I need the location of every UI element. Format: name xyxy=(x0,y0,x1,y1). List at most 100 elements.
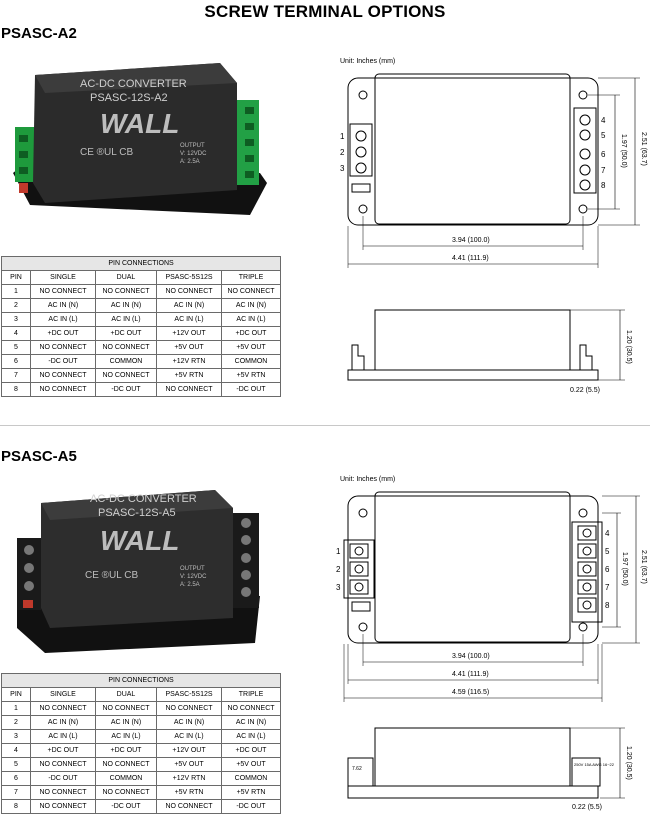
table-cell: NO CONNECT xyxy=(30,284,96,299)
table-cell: +5V RTN xyxy=(156,368,222,383)
label-line2-a2: PSASC-12S-A2 xyxy=(90,92,168,104)
table-cell: AC IN (L) xyxy=(30,729,96,744)
pin-connections-table-a5: PIN CONNECTIONS PIN SINGLE DUAL PSASC-5S… xyxy=(1,673,281,814)
table-cell: COMMON xyxy=(221,354,281,369)
table-cell: +DC OUT xyxy=(30,326,96,341)
table-cell: NO CONNECT xyxy=(95,757,157,772)
dim-depth-a5: 1.20 (30.5) xyxy=(625,746,632,780)
table-cell: NO CONNECT xyxy=(156,701,222,716)
table-cell: 3 xyxy=(1,729,31,744)
table-cell: NO CONNECT xyxy=(30,799,96,814)
table-cell: 8 xyxy=(1,382,31,397)
dim-height-a5: 2.51 (63.7) xyxy=(640,550,647,584)
table-cell: 4 xyxy=(1,743,31,758)
table-cell: AC IN (L) xyxy=(95,729,157,744)
table-cell: +5V OUT xyxy=(156,340,222,355)
table-cell: NO CONNECT xyxy=(30,382,96,397)
table-cell: -DC OUT xyxy=(30,771,96,786)
table-cell: AC IN (N) xyxy=(221,298,281,313)
table-cell: AC IN (N) xyxy=(30,298,96,313)
label-line1-a5: AC-DC CONVERTER xyxy=(90,493,197,505)
table-cell: 2 xyxy=(1,298,31,313)
table-header-row: PIN SINGLE DUAL PSASC-5S12S TRIPLE xyxy=(1,270,281,285)
table-cell: AC IN (N) xyxy=(95,298,157,313)
table-row: 4+DC OUT+DC OUT+12V OUT+DC OUT xyxy=(1,743,281,758)
table-cell: +12V RTN xyxy=(156,354,222,369)
table-cell: +DC OUT xyxy=(30,743,96,758)
table-cell: AC IN (N) xyxy=(95,715,157,730)
table-cell: AC IN (L) xyxy=(95,312,157,327)
pin-label: 7 xyxy=(605,583,610,592)
pin-label: 7 xyxy=(601,166,606,175)
pin-label: 2 xyxy=(340,148,345,157)
table-cell: NO CONNECT xyxy=(95,284,157,299)
dim-width-inner-a5: 3.94 (100.0) xyxy=(452,653,490,660)
page-title: SCREW TERMINAL OPTIONS xyxy=(204,2,446,21)
side-label-left-a5: 7.62 xyxy=(352,766,362,772)
pin-label: 6 xyxy=(605,565,610,574)
column-header: DUAL xyxy=(95,687,157,702)
table-cell: 5 xyxy=(1,340,31,355)
table-cell: AC IN (N) xyxy=(156,715,222,730)
column-header: SINGLE xyxy=(30,687,96,702)
table-cell: -DC OUT xyxy=(30,354,96,369)
dim-depth-a2: 1.20 (30.5) xyxy=(625,330,632,364)
model-title-a5: PSASC-A5 xyxy=(1,448,77,465)
table-cell: NO CONNECT xyxy=(156,799,222,814)
table-cell: 6 xyxy=(1,354,31,369)
table-caption: PIN CONNECTIONS xyxy=(1,256,281,271)
table-cell: +5V OUT xyxy=(156,757,222,772)
pin-connections-table-a2: PIN CONNECTIONS PIN SINGLE DUAL PSASC-5S… xyxy=(1,256,281,397)
table-cell: +5V RTN xyxy=(156,785,222,800)
table-cell: AC IN (L) xyxy=(221,312,281,327)
table-cell: 2 xyxy=(1,715,31,730)
table-cell: +12V OUT xyxy=(156,743,222,758)
table-cell: NO CONNECT xyxy=(30,757,96,772)
table-cell: +5V OUT xyxy=(221,340,281,355)
dim-pitch-a2: 1.97 (50.0) xyxy=(620,134,627,168)
table-cell: -DC OUT xyxy=(221,799,281,814)
product-photo-a2: AC-DC CONVERTER PSASC-12S-A2 WALL CE ®UL… xyxy=(13,63,267,215)
table-cell: -DC OUT xyxy=(221,382,281,397)
column-header: PIN xyxy=(1,270,31,285)
output-voltage-a2: V: 12VDC xyxy=(180,151,207,157)
pin-label: 3 xyxy=(340,164,345,173)
table-cell: NO CONNECT xyxy=(156,382,222,397)
side-view-drawing-a2: 1.20 (30.5) 0.22 (5.5) xyxy=(347,309,632,394)
units-note-a5: Unit: Inches (mm) xyxy=(340,476,396,483)
column-header: TRIPLE xyxy=(221,270,281,285)
output-voltage-a5: V: 12VDC xyxy=(180,574,207,580)
column-header: PIN xyxy=(1,687,31,702)
dim-width-outer-a5: 4.41 (111.9) xyxy=(452,671,489,678)
side-view-drawing-a5: 7.62 250V 15A AWG 16~22 1.20 (30.5) 0.22… xyxy=(347,727,632,811)
table-cell: 8 xyxy=(1,799,31,814)
brand-logo-a5: WALL xyxy=(100,525,179,556)
pin-label: 8 xyxy=(605,601,610,610)
model-title-a2: PSASC-A2 xyxy=(1,25,77,42)
table-cell: AC IN (L) xyxy=(156,729,222,744)
table-cell: COMMON xyxy=(221,771,281,786)
pin-label: 5 xyxy=(601,131,606,140)
table-cell: NO CONNECT xyxy=(30,701,96,716)
table-cell: 7 xyxy=(1,785,31,800)
table-cell: -DC OUT xyxy=(95,382,157,397)
table-cell: NO CONNECT xyxy=(30,368,96,383)
dim-width-inner-a2: 3.94 (100.0) xyxy=(452,237,490,244)
table-cell: +DC OUT xyxy=(221,743,281,758)
table-cell: NO CONNECT xyxy=(30,785,96,800)
table-header-row: PIN SINGLE DUAL PSASC-5S12S TRIPLE xyxy=(1,687,281,702)
table-cell: +12V RTN xyxy=(156,771,222,786)
dim-height-a2: 2.51 (63.7) xyxy=(640,132,647,166)
